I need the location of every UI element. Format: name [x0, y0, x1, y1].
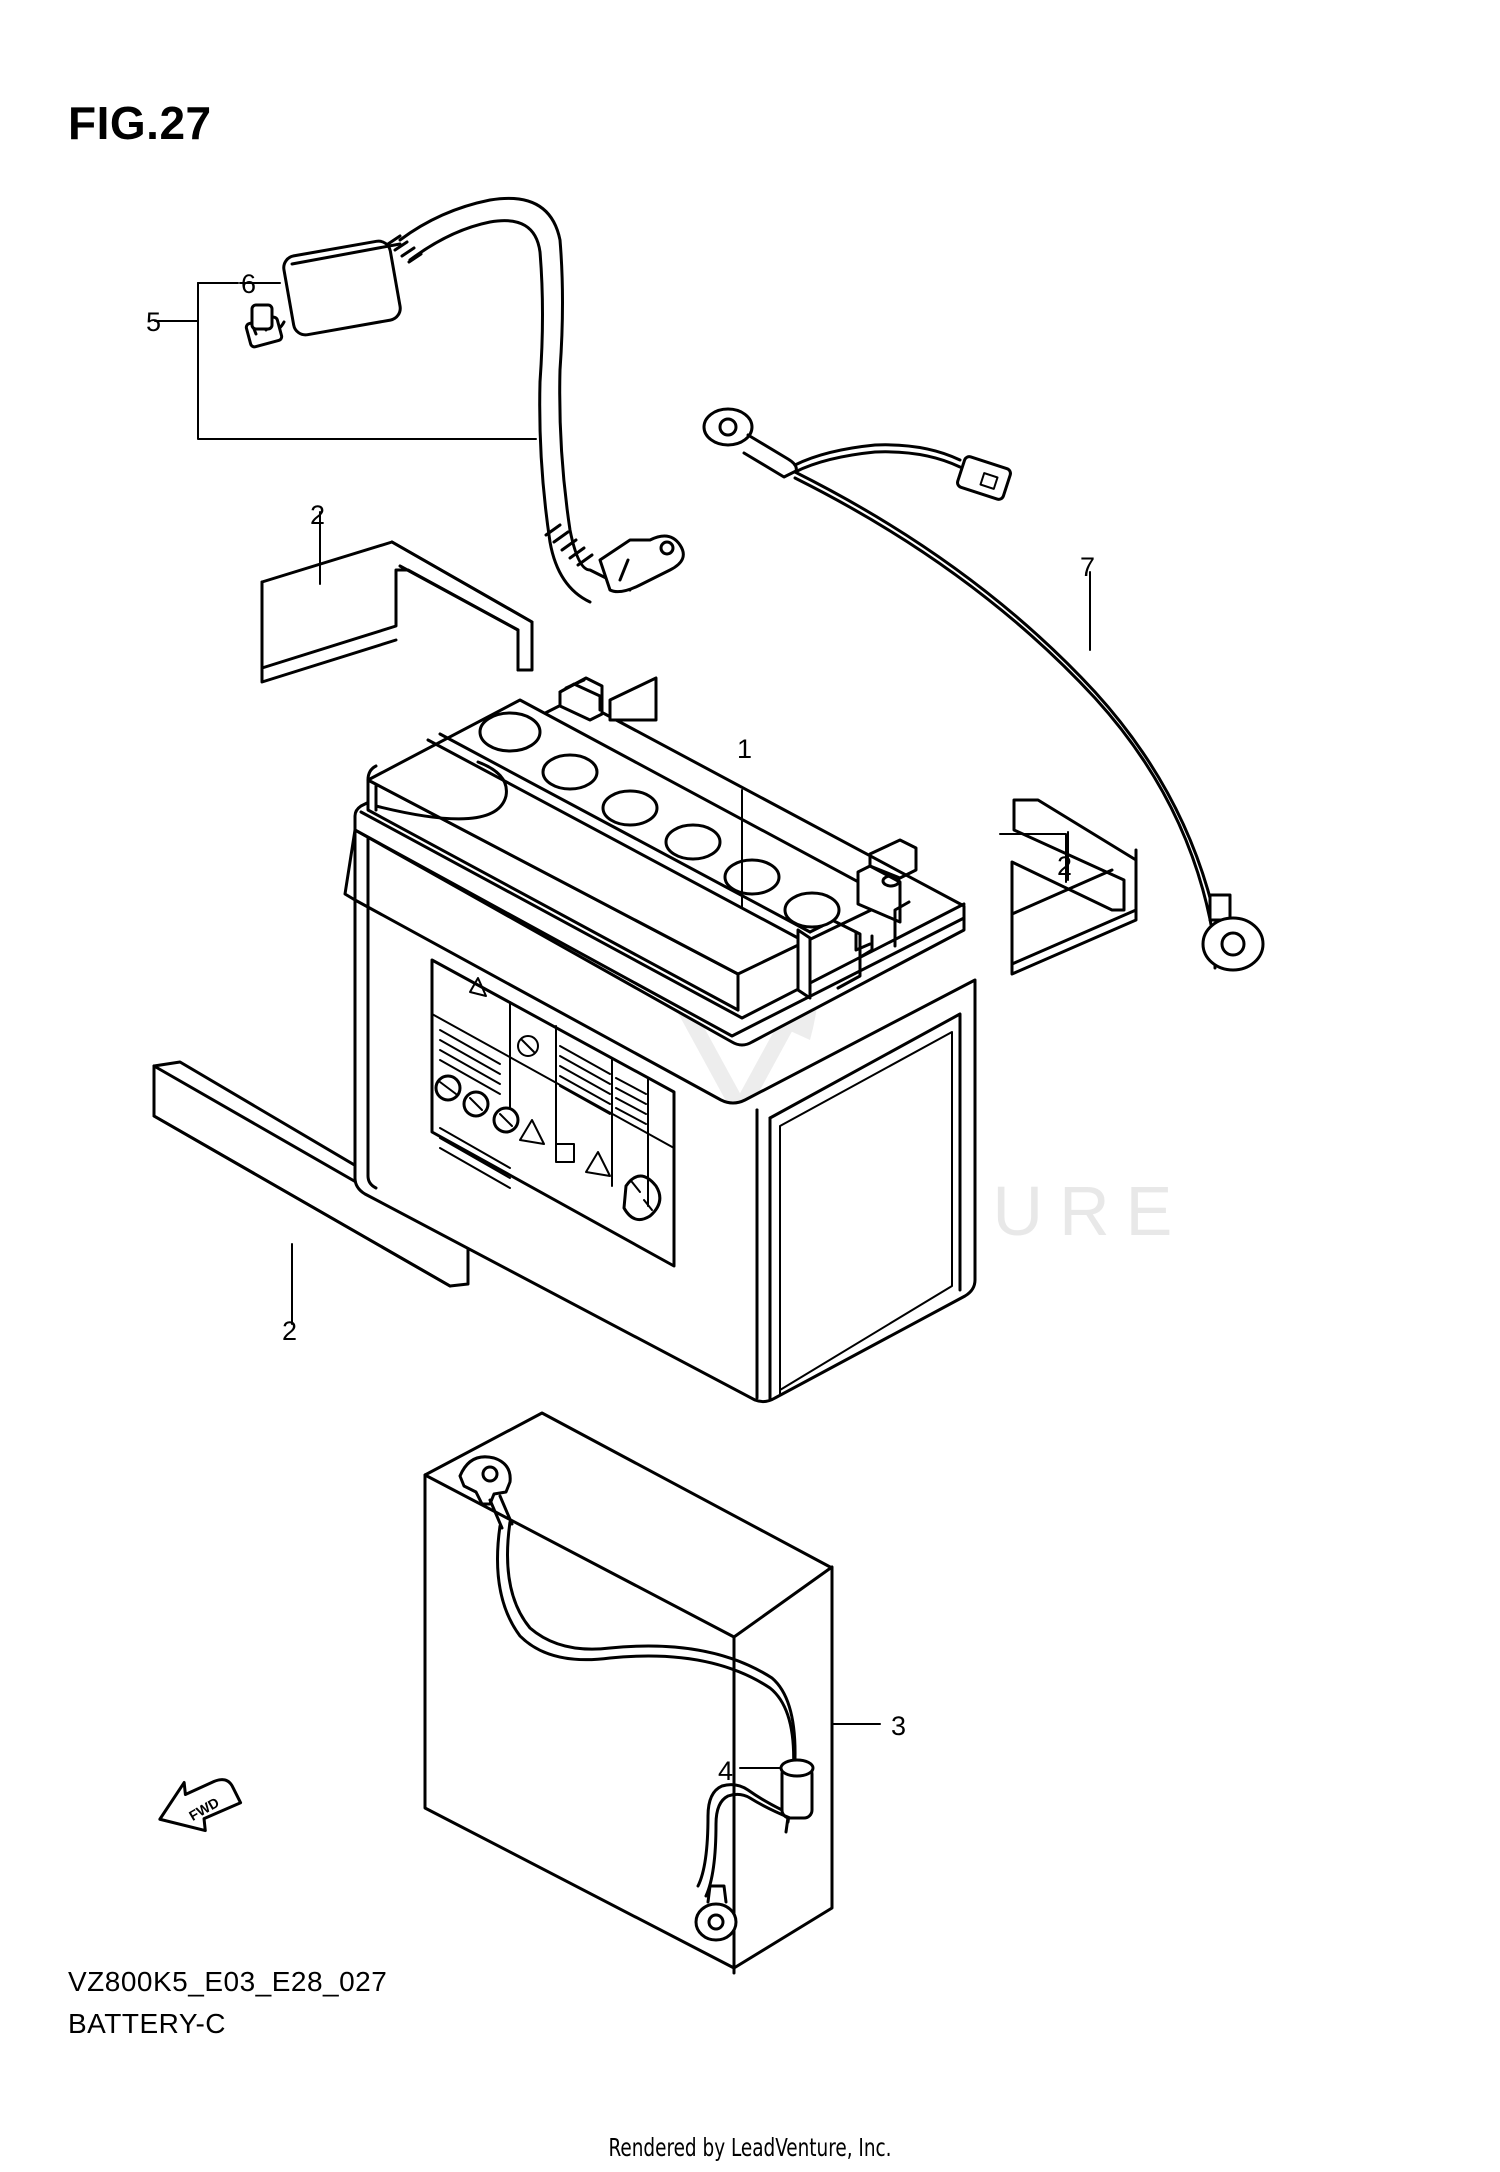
- model-code: VZ800K5_E03_E28_027: [68, 1966, 388, 1997]
- spacer-right: [999, 798, 1138, 976]
- callout-1: 1: [737, 734, 752, 764]
- ground-cable: [702, 407, 1265, 972]
- fwd-arrow: FWD: [158, 1778, 243, 1833]
- section-name: BATTERY-C: [68, 2008, 227, 2039]
- battery-tray: [423, 1411, 881, 1975]
- callout-2-upper: 2: [310, 500, 325, 530]
- callout-2-lower: 2: [282, 1316, 297, 1346]
- callout-3: 3: [891, 1711, 906, 1741]
- callout-6: 6: [241, 269, 256, 299]
- rendered-by-credit: Rendered by LeadVenture, Inc.: [608, 2133, 892, 2162]
- callouts: 1 2 2 2 3 4 5 6 7: [146, 269, 1095, 1786]
- figure-title: FIG.27: [68, 97, 212, 149]
- spacer-upper-left: [260, 511, 534, 684]
- callout-5: 5: [146, 307, 161, 337]
- callout-7: 7: [1080, 552, 1095, 582]
- fuse-harness: [154, 196, 685, 604]
- battery: [343, 676, 977, 1404]
- callout-4: 4: [718, 1756, 733, 1786]
- callout-2-right: 2: [1057, 851, 1072, 881]
